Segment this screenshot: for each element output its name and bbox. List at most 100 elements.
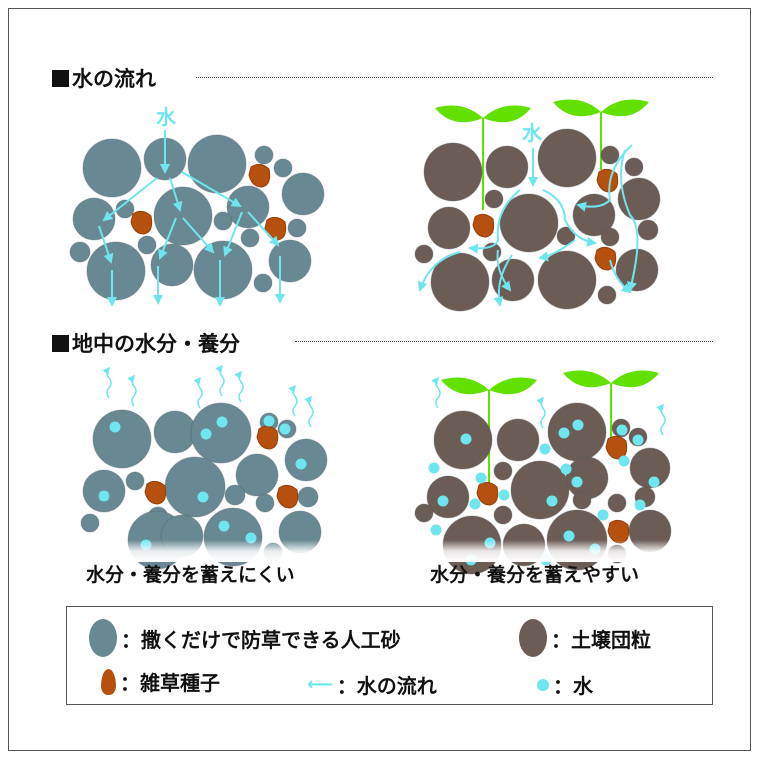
- weed-seed: [248, 163, 271, 188]
- water-flow-arrow: [468, 189, 521, 254]
- water-droplet: [618, 455, 630, 467]
- sand-particle: [224, 484, 246, 506]
- water-flow-arrow: [576, 144, 633, 212]
- sand-particle: [281, 172, 325, 216]
- panel-soil-moisture: [410, 370, 700, 575]
- soil-aggregate: [414, 503, 434, 523]
- evaporation-arrow: [288, 384, 298, 417]
- water-droplet: [572, 419, 584, 431]
- sand-particle: [253, 273, 273, 293]
- sand-particle: [193, 240, 253, 300]
- water-droplet: [200, 428, 212, 440]
- sand-particle-icon: [89, 619, 117, 657]
- water-flow-arrow: [542, 189, 597, 247]
- sand-particle: [137, 235, 157, 255]
- soil-aggregate: [499, 193, 559, 253]
- soil-aggregate: [414, 244, 434, 264]
- water-droplet: [430, 524, 442, 536]
- water-droplet: [571, 476, 583, 488]
- legend-label: ：水の流れ: [336, 674, 437, 698]
- water-flow-arrow: [417, 251, 461, 292]
- soil-particle-icon: [519, 619, 547, 657]
- soil-aggregate: [537, 128, 597, 188]
- caption-sand: 水分・養分を蓄えにくい: [86, 564, 295, 586]
- sand-particle: [190, 402, 252, 464]
- seed-icon: [101, 668, 116, 695]
- sand-particle: [86, 241, 146, 301]
- sand-particle: [80, 513, 100, 533]
- sand-particle: [187, 134, 247, 194]
- leaf: [483, 105, 531, 123]
- weed-seed: [472, 213, 495, 238]
- water-flow-arrow: [493, 254, 513, 307]
- weed-seed: [596, 168, 619, 193]
- weed-seed: [476, 481, 499, 506]
- water-droplet: [295, 458, 307, 470]
- leaf: [435, 105, 483, 123]
- heading-divider: [295, 341, 713, 342]
- water-droplet: [197, 491, 209, 503]
- water-droplet: [216, 416, 228, 428]
- legend-weed-seed: ：雑草種子: [101, 667, 220, 696]
- bottom-fade: [410, 540, 700, 562]
- weed-seed: [607, 519, 630, 544]
- leaf: [553, 99, 601, 117]
- water-flow-arrow: [182, 217, 215, 254]
- evaporation-arrow: [536, 396, 546, 429]
- panel-soil-water-flow: [414, 99, 661, 312]
- evaporation-arrow: [656, 403, 666, 436]
- soil-aggregate: [493, 505, 513, 525]
- water-droplet: [634, 499, 646, 511]
- soil-aggregate: [637, 219, 659, 241]
- leaf: [441, 377, 489, 395]
- soil-aggregate: [597, 285, 617, 305]
- heading-underground-text: 地中の水分・養分: [72, 332, 240, 356]
- leaf: [489, 377, 537, 395]
- arrow-left-icon: ⟵: [307, 674, 333, 695]
- sand-particle: [125, 471, 145, 491]
- weed-seed: [605, 435, 628, 460]
- water-droplet: [539, 443, 551, 455]
- panel-sand-moisture: [60, 364, 350, 570]
- water-droplet: [469, 498, 481, 510]
- sand-particle: [254, 145, 274, 165]
- water-flow-arrow: [223, 211, 243, 257]
- sand-particle: [284, 438, 328, 482]
- sand-particle: [273, 158, 293, 178]
- sand-particle: [153, 410, 197, 454]
- sand-particle: [82, 138, 142, 198]
- sand-particle: [255, 493, 275, 513]
- legend: ：撒くだけで防草できる人工砂 ：土壌団粒 ：雑草種子 ⟵ ：水の流れ ：水: [66, 606, 713, 705]
- water-flow-arrow: [247, 211, 280, 247]
- water-flow-arrow: [496, 249, 512, 292]
- sand-particle: [268, 239, 312, 283]
- sand-particle: [115, 199, 135, 219]
- leaf: [563, 370, 611, 388]
- soil-aggregate: [485, 145, 529, 189]
- leaf: [611, 370, 659, 388]
- soil-aggregate: [624, 157, 644, 177]
- water-droplet: [437, 495, 449, 507]
- water-label-right: 水: [522, 121, 543, 145]
- legend-water-flow: ⟵ ：水の流れ: [307, 670, 437, 699]
- water-droplet: [546, 495, 558, 507]
- sand-particle: [69, 241, 91, 263]
- water-label-left: 水: [156, 105, 177, 129]
- water-droplet: [616, 424, 628, 436]
- soil-aggregate: [484, 189, 504, 209]
- legend-artificial-sand: ：撒くだけで防草できる人工砂: [89, 619, 401, 657]
- water-droplet: [98, 490, 110, 502]
- soil-aggregate: [427, 206, 471, 250]
- evaporation-arrow: [127, 374, 137, 407]
- sand-particle: [164, 456, 226, 518]
- evaporation-arrow: [234, 370, 244, 403]
- sand-particle: [297, 486, 319, 508]
- water-droplet: [498, 489, 510, 501]
- soil-aggregate: [607, 493, 627, 513]
- weed-seed: [264, 216, 287, 241]
- water-flow-arrow: [620, 149, 639, 292]
- outer-frame: [8, 8, 751, 751]
- water-droplet: [218, 520, 230, 532]
- weed-seed: [144, 480, 167, 505]
- sand-particle: [287, 218, 307, 238]
